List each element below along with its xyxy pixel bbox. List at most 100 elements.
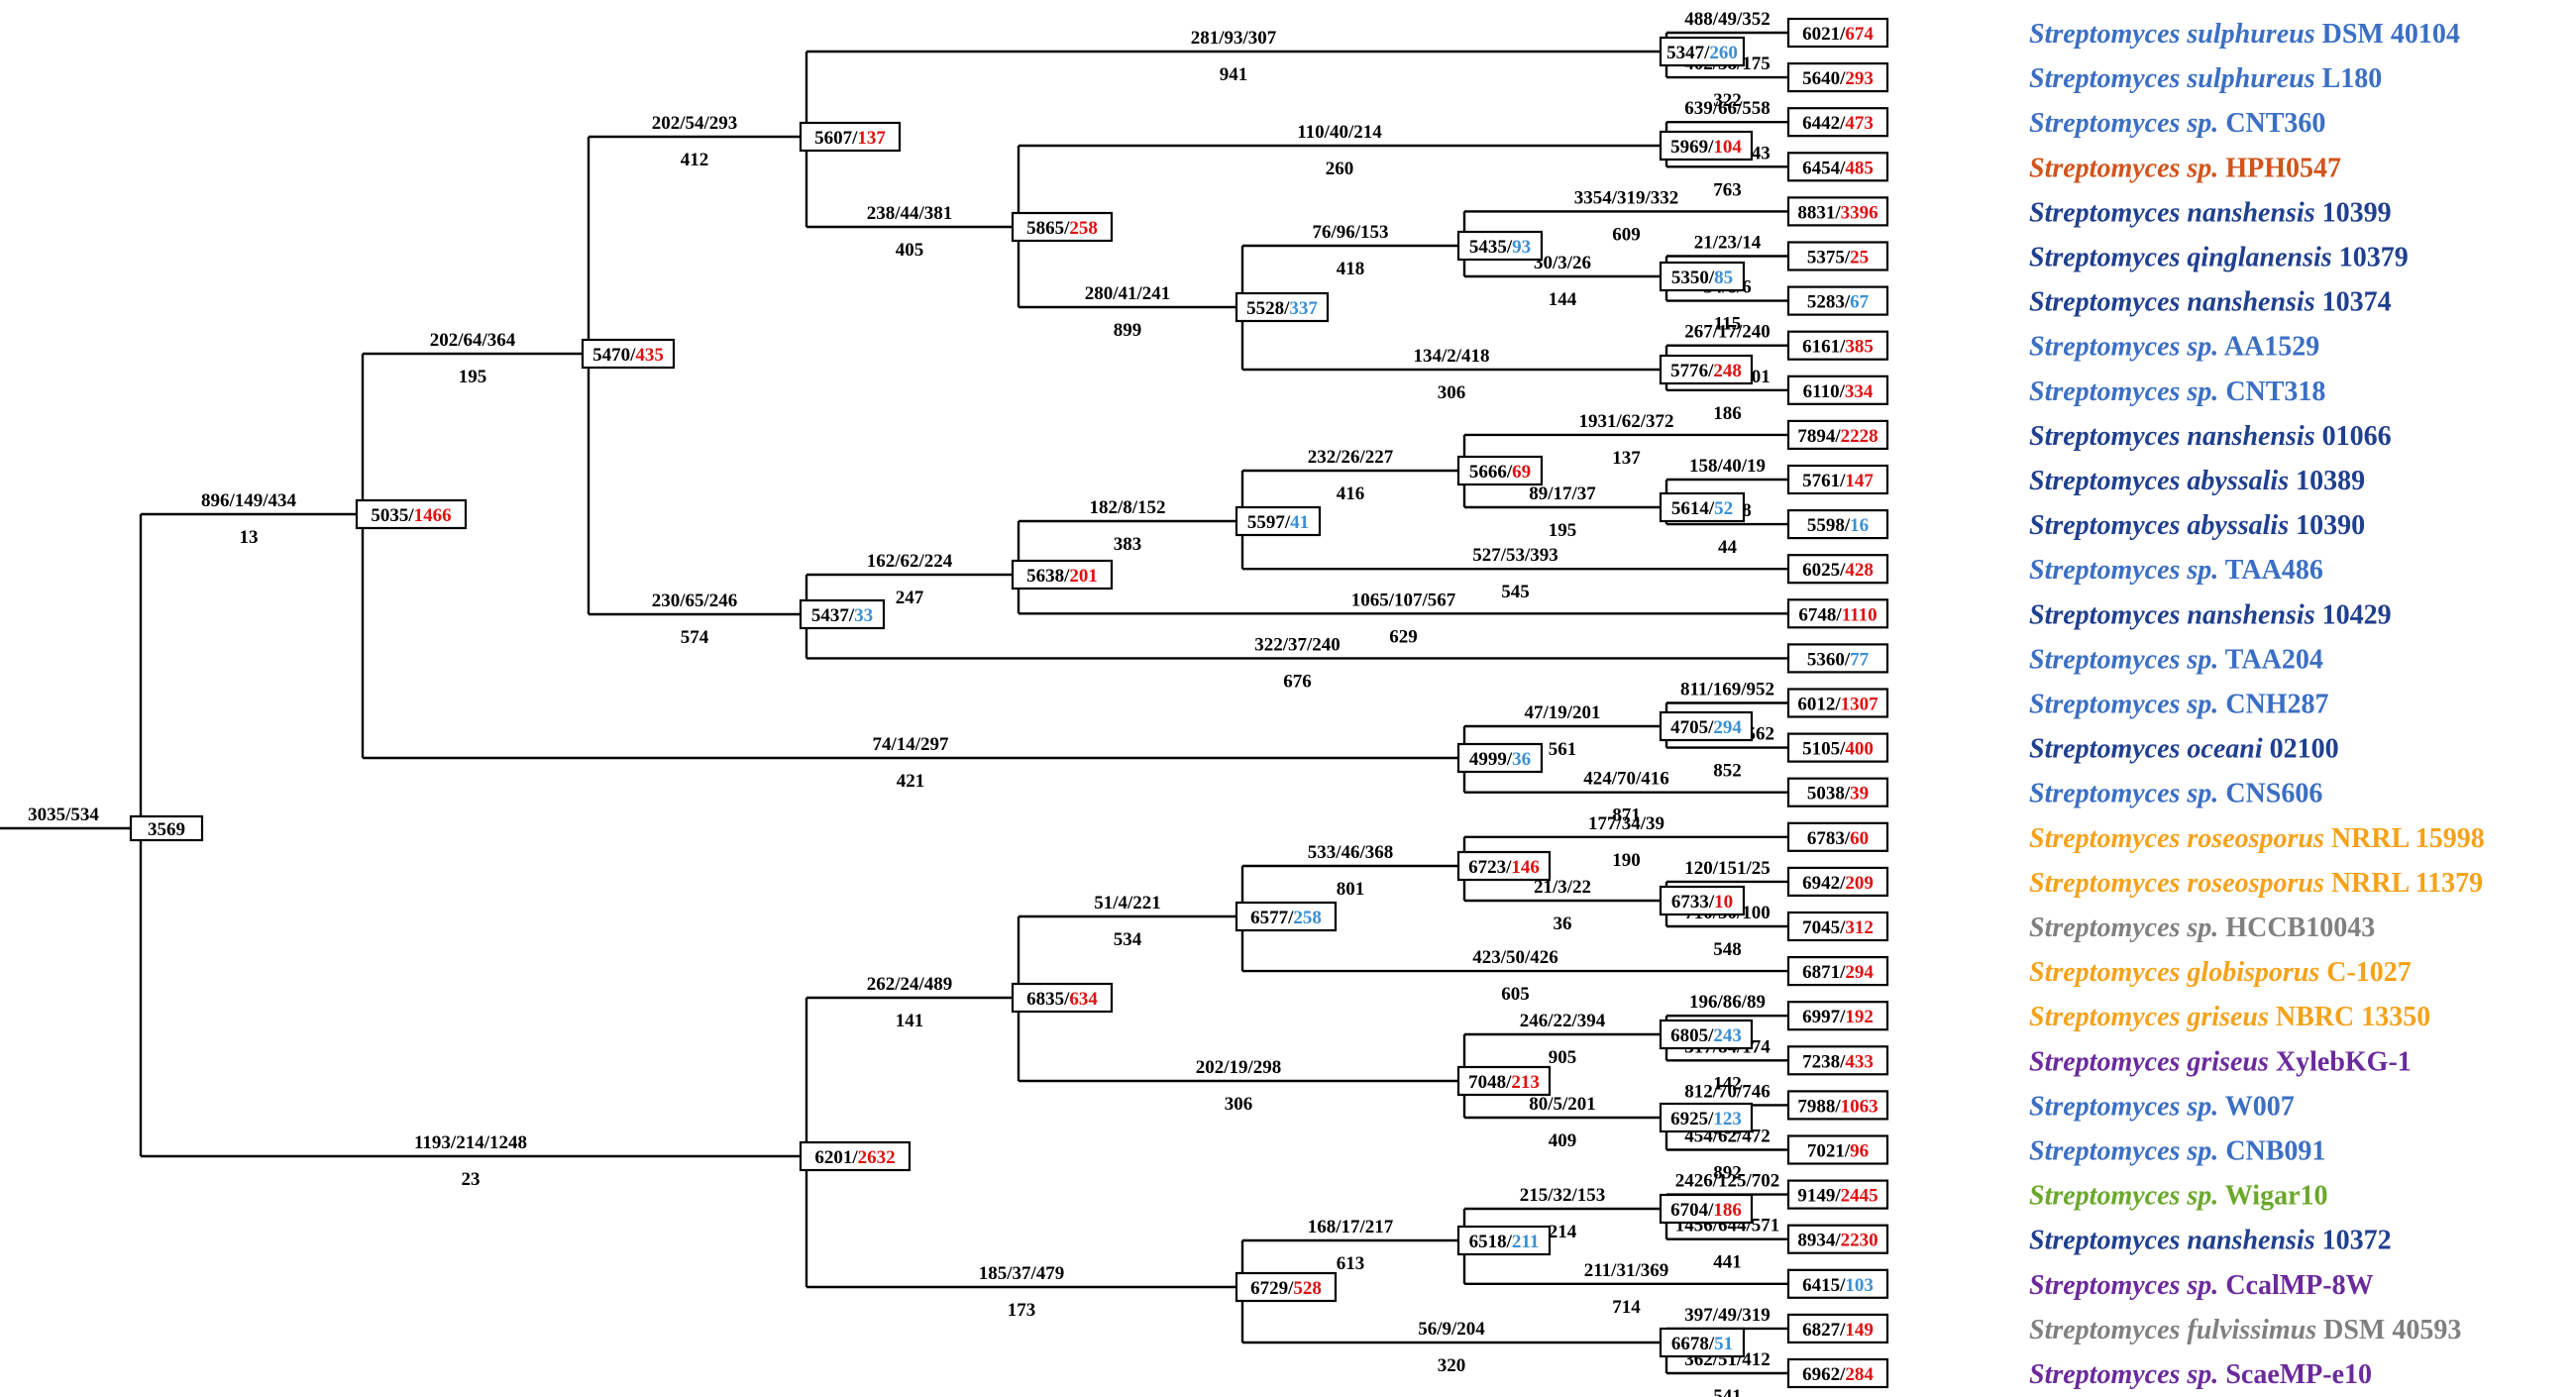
leaf-6783-box	[1786, 821, 1889, 852]
edge-n4999-n4705-label-bottom: 561	[1549, 739, 1577, 760]
taxon-cnt318: Streptomyces sp. CNT318	[2029, 376, 2325, 407]
edge-n5435-L4-label-top: 3354/319/332	[1574, 187, 1679, 208]
taxon-ccalmp-8w: Streptomyces sp. CcalMP-8W	[2029, 1270, 2374, 1301]
leaf-6962-box	[1786, 1357, 1889, 1389]
node-5597-count: 5597/41	[1247, 512, 1309, 533]
edge-n5035-n4999-label-bottom: 421	[897, 771, 925, 792]
node-6835-box	[1011, 982, 1114, 1014]
node-6733-count: 6733/10	[1671, 892, 1733, 913]
root-node-count: 3569	[148, 819, 185, 840]
taxon-nbrc-13350: Streptomyces griseus NBRC 13350	[2029, 1002, 2430, 1032]
edge-n6925-L25-label-bottom: 892	[1713, 1163, 1742, 1184]
leaf-6962-count: 6962/284	[1802, 1364, 1874, 1385]
edge-n5350-L6-label-bottom: 115	[1714, 314, 1741, 335]
edge-n4705-L16-label-bottom: 852	[1713, 761, 1742, 782]
leaf-5038-box	[1786, 777, 1889, 807]
leaf-9149-box	[1786, 1179, 1889, 1210]
taxon-wigar10: Streptomyces sp. Wigar10	[2029, 1181, 2328, 1212]
leaf-6021-count: 6021/674	[1802, 24, 1874, 45]
edge-n4999-L17-label-bottom: 871	[1612, 806, 1641, 826]
node-5035-box	[355, 498, 468, 530]
edge-n5666-n5614-label-top: 89/17/37	[1529, 484, 1596, 504]
taxon-hph0547: Streptomyces sp. HPH0547	[2029, 153, 2341, 183]
taxon-10374: Streptomyces nanshensis 10374	[2029, 287, 2392, 318]
leaf-6871-count: 6871/294	[1802, 962, 1874, 983]
edge-root-n6201-label-bottom: 23	[462, 1169, 481, 1190]
edge-n5470-n5437-label-bottom: 574	[681, 627, 709, 648]
edge-n6577-L21-label-top: 423/50/426	[1472, 947, 1558, 968]
leaf-5598-count: 5598/16	[1807, 515, 1869, 536]
edge-n7048-n6805-label-bottom: 905	[1549, 1047, 1577, 1068]
edge-n5435-L4-label-bottom: 609	[1612, 224, 1641, 245]
taxon-dsm-40593: Streptomyces fulvissimus DSM 40593	[2029, 1315, 2461, 1345]
edge-n5035-n4999-label-top: 74/14/297	[872, 734, 949, 755]
edge-n5435-n5350-label-top: 30/3/26	[1534, 253, 1591, 273]
leaf-6161-box	[1786, 330, 1889, 361]
edge-n6729-n6678-label-top: 56/9/204	[1418, 1319, 1485, 1340]
leaf-6827-box	[1786, 1313, 1889, 1344]
edge-n5607-n5347-label-top: 281/93/307	[1191, 28, 1277, 49]
taxon-nrrl-15998: Streptomyces roseosporus NRRL 15998	[2029, 823, 2485, 854]
edge-n5666-L9-label-bottom: 137	[1612, 448, 1641, 469]
edge-n5638-L13-label-bottom: 629	[1389, 626, 1418, 647]
taxon-01066: Streptomyces nanshensis 01066	[2029, 421, 2392, 452]
taxon-10372: Streptomyces nanshensis 10372	[2029, 1226, 2392, 1256]
edge-n5666-L9-label-top: 1931/62/372	[1578, 411, 1673, 432]
leaf-6827-count: 6827/149	[1802, 1320, 1874, 1341]
taxon-10399: Streptomyces nanshensis 10399	[2029, 197, 2392, 228]
leaf-6997-count: 6997/192	[1802, 1007, 1874, 1027]
edge-n6805-L22-label-top: 196/86/89	[1689, 992, 1766, 1013]
leaf-6942-box	[1786, 866, 1889, 898]
leaf-nodes: 6021/6745640/2936442/4736454/4858831/339…	[1786, 17, 1889, 1389]
leaf-6454-count: 6454/485	[1802, 158, 1874, 178]
leaf-7021-count: 7021/96	[1807, 1141, 1869, 1162]
branch-labels: 896/149/43413202/64/364195202/54/2934122…	[28, 9, 1779, 1397]
edge-n6577-n6723-label-top: 533/46/368	[1308, 842, 1394, 863]
edge-n6704-L27-label-bottom: 441	[1713, 1252, 1742, 1273]
leaf-6942-count: 6942/209	[1802, 873, 1874, 894]
node-6577-box	[1234, 901, 1338, 932]
leaf-7894-box	[1786, 419, 1889, 450]
leaf-6454-box	[1786, 152, 1889, 182]
edge-n6729-n6518-label-top: 168/17/217	[1308, 1217, 1394, 1237]
leaf-5283-box	[1786, 285, 1889, 316]
edge-n5528-n5435-label-top: 76/96/153	[1312, 222, 1388, 243]
edge-n5470-n5607-label-bottom: 412	[681, 150, 709, 170]
node-5350-box	[1659, 261, 1746, 292]
taxon-dsm-40104: Streptomyces sulphureus DSM 40104	[2029, 19, 2460, 50]
edge-n5597-n5666-label-top: 232/26/227	[1308, 447, 1394, 468]
node-5638-box	[1011, 559, 1114, 591]
edge-n5865-n5969-label-bottom: 260	[1326, 159, 1354, 179]
node-5607-count: 5607/137	[814, 128, 886, 149]
node-5435-count: 5435/93	[1469, 237, 1531, 258]
edge-n5638-L13-label-top: 1065/107/567	[1351, 590, 1456, 610]
edge-root-n6201-label-top: 1193/214/1248	[414, 1132, 527, 1153]
node-6723-count: 6723/146	[1468, 857, 1540, 878]
leaf-6012-box	[1786, 688, 1889, 718]
taxon-w007: Streptomyces sp. W007	[2029, 1091, 2295, 1122]
edge-n4999-n4705-label-top: 47/19/201	[1524, 702, 1600, 723]
taxon-l180: Streptomyces sulphureus L180	[2029, 63, 2382, 94]
node-5528-count: 5528/337	[1246, 298, 1318, 319]
node-6518-box	[1456, 1225, 1552, 1256]
edge-n5035-n5470-label-top: 202/64/364	[430, 330, 516, 351]
edge-n5470-n5607-label-top: 202/54/293	[652, 113, 738, 134]
node-5614-count: 5614/52	[1671, 498, 1733, 519]
taxon-02100: Streptomyces oceani 02100	[2029, 734, 2339, 765]
edge-n5437-n5638-label-bottom: 247	[896, 588, 924, 608]
edge-n5528-n5435-label-bottom: 418	[1337, 259, 1365, 279]
leaf-7045-count: 7045/312	[1802, 917, 1874, 938]
edge-n5035-n5470-label-bottom: 195	[459, 367, 487, 387]
node-6729-count: 6729/528	[1250, 1278, 1322, 1299]
leaf-6748-box	[1786, 598, 1889, 629]
node-5666-box	[1456, 455, 1544, 486]
edge-n5776-L7-label-top: 267/17/240	[1684, 322, 1771, 343]
node-6723-box	[1456, 850, 1552, 882]
leaf-6997-box	[1786, 1001, 1889, 1031]
edge-n7048-n6925-label-top: 80/5/201	[1529, 1094, 1596, 1115]
edge-n5969-L2-label-top: 639/66/558	[1684, 98, 1771, 119]
taxon-cnb091: Streptomyces sp. CNB091	[2029, 1136, 2325, 1167]
edge-n6723-n6733-label-top: 21/3/22	[1534, 877, 1591, 898]
node-7048-count: 7048/213	[1468, 1072, 1540, 1093]
edge-n5347-L1-label-bottom: 322	[1713, 90, 1742, 111]
